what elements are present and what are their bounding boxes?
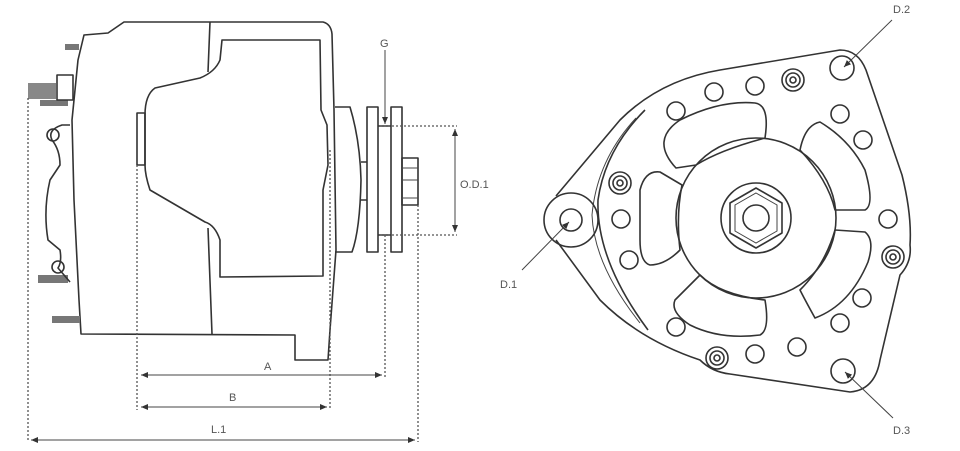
extension-lines [27, 98, 457, 442]
stud [52, 316, 80, 323]
cooling-window [663, 101, 768, 169]
label-l1: L.1 [211, 424, 226, 436]
stud [65, 44, 79, 50]
d2-hole [829, 55, 855, 81]
cooling-window [799, 121, 871, 211]
end-plate-outline [555, 49, 912, 393]
pulley-flange [366, 106, 379, 253]
terminal-knob [51, 260, 65, 274]
stud [38, 275, 68, 283]
plate-inner-rim [597, 109, 649, 331]
front-hub [335, 106, 362, 253]
cooling-window [799, 229, 872, 319]
label-d3: D.3 [893, 425, 910, 437]
d3-leader [844, 371, 894, 419]
d1-leader [521, 221, 570, 271]
stud [40, 100, 68, 106]
side-view: G O.D.1 A B L.1 [27, 21, 489, 443]
stud [28, 83, 56, 99]
vent-holes [611, 76, 898, 364]
terminal-knob [46, 128, 60, 142]
mounting-bolts [608, 68, 905, 370]
label-od1: O.D.1 [460, 179, 489, 191]
d1-boss [543, 192, 599, 248]
d2-leader [843, 19, 893, 68]
nut-washer [720, 182, 792, 254]
housing-seam [207, 21, 213, 335]
shaft-steps [402, 167, 418, 199]
shaft-end [742, 204, 770, 232]
shaft-nut-icon [729, 187, 783, 249]
plate-inner-rim [591, 117, 641, 324]
label-b: B [229, 392, 236, 404]
label-d2: D.2 [893, 4, 910, 16]
shaft-nut-inner [734, 192, 778, 244]
hub-disc [675, 137, 837, 299]
housing-outline [71, 21, 337, 361]
front-view: D.1 D.2 D.3 [500, 4, 912, 437]
shaft [401, 157, 419, 206]
label-a: A [264, 361, 272, 373]
cooling-window [639, 171, 683, 266]
cooling-window [673, 274, 768, 338]
label-g: G [380, 38, 389, 50]
label-d1: D.1 [500, 279, 517, 291]
pulley-flange [390, 106, 403, 253]
rear-flange [136, 112, 146, 166]
d1-hole [559, 208, 583, 232]
stator-window [144, 39, 329, 278]
terminal-block [45, 74, 74, 283]
pulley-groove [361, 125, 391, 236]
d3-hole [830, 358, 856, 384]
